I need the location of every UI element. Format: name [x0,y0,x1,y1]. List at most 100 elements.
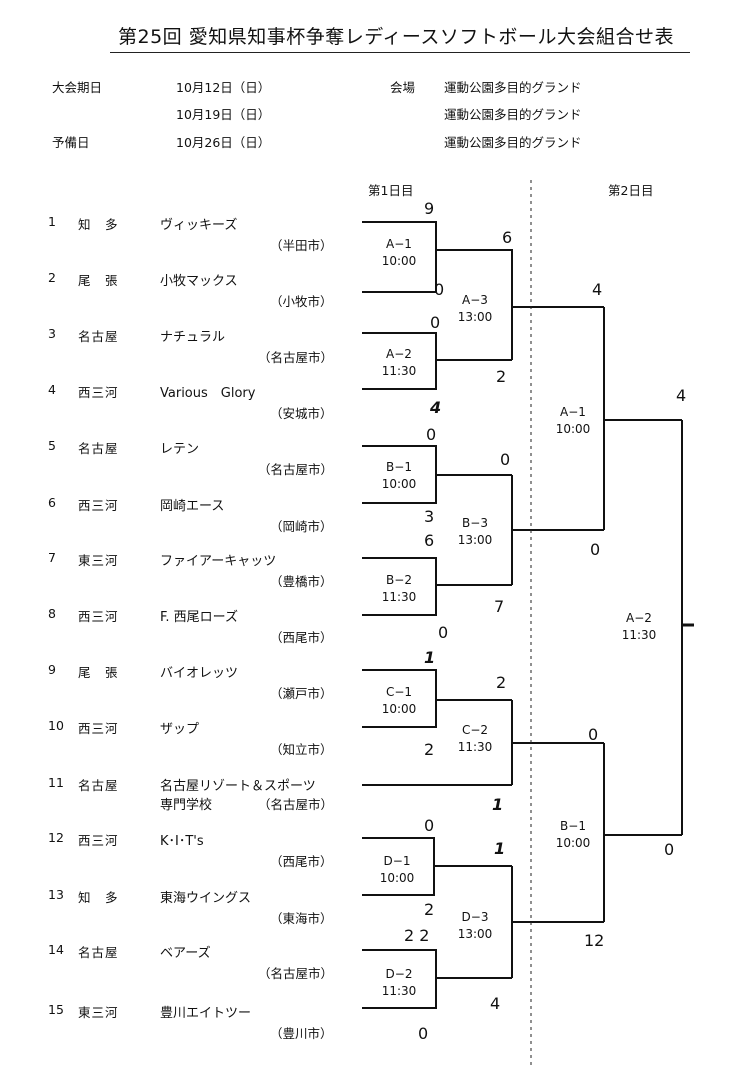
line-t10 [362,700,437,728]
team-city: （知立市） [270,742,333,757]
team-number: 11 [48,775,64,790]
reserve-label: 予備日 [52,135,90,150]
team-region: 知 多 [78,217,119,232]
period-label: 大会期日 [52,80,103,95]
line-t15 [362,978,437,1009]
team-region: 西三河 [78,609,119,624]
score-d3-bottom: 4 [490,994,501,1013]
score-fa2-bottom: 0 [664,840,675,859]
venue-2: 運動公園多目的グランド [444,107,582,122]
score-fa2-top: 4 [676,386,687,405]
team-number: 4 [48,382,56,397]
day2-label: 第2日目 [608,183,654,198]
team-city: （名古屋市） [258,462,334,477]
team-city: （半田市） [270,238,333,253]
team-number: 6 [48,495,56,510]
score-t1: 9 [424,199,435,218]
team-number: 14 [48,942,64,957]
line-t9 [362,669,512,701]
team-name: バイオレッツ [160,666,239,681]
team-region: 名古屋 [78,778,119,793]
team-name: Various Glory [160,386,256,401]
team-name: F. 西尾ローズ [160,610,239,625]
team-name: 小牧マックス [160,274,238,289]
team-city: （小牧市） [270,294,333,309]
team-name: K･I･T's [160,834,204,849]
score-t4: 4 [430,398,442,417]
venue-3: 運動公園多目的グランド [444,135,582,150]
team-city: （豊川市） [270,1026,333,1041]
team-name-line2: 専門学校 [160,798,213,813]
line-t4 [362,360,437,390]
team-number: 1 [48,214,56,229]
team-name: 岡崎エース [160,499,225,514]
score-t8: 0 [438,623,449,642]
score-t15: 0 [418,1024,429,1043]
score-t13: 2 [424,900,435,919]
title-underline [110,52,690,53]
score-t14: 2 2 [404,926,430,945]
score-t5: 0 [426,425,437,444]
team-city: （瀬戸市） [270,686,333,701]
team-region: 東三河 [78,553,119,568]
score-t2: 0 [434,280,445,299]
line-t2 [362,250,437,293]
team-city: （名古屋市） [258,797,334,812]
team-number: 13 [48,887,64,902]
team-number: 2 [48,270,56,285]
line-t12 [362,837,512,867]
team-number: 9 [48,662,56,677]
team-region: 尾 張 [78,665,119,680]
team-region: 名古屋 [78,329,119,344]
date-3: 10月26日（日） [176,135,271,150]
team-number: 8 [48,606,56,621]
score-t10: 2 [424,740,435,759]
team-region: 知 多 [78,890,119,905]
score-t12: 0 [424,816,435,835]
score-fa1-bottom: 0 [590,540,601,559]
score-b3-top: 0 [500,450,511,469]
team-city: （岡崎市） [270,519,333,534]
team-name: 名古屋リゾート＆スポーツ [160,779,316,794]
team-name: ヴィッキーズ [160,218,238,233]
team-name: ナチュラル [160,330,226,345]
score-t6a: 3 [424,507,435,526]
line-t8 [362,585,437,616]
team-region: 西三河 [78,721,119,736]
score-fb1-top: 0 [588,725,599,744]
team-city: （名古屋市） [258,350,334,365]
team-number: 7 [48,550,56,565]
score-t9: 1 [424,648,436,667]
page-title: 第25回 愛知県知事杯争奪レディースソフトボール大会組合せ表 [118,26,674,48]
line-t14 [362,949,512,979]
team-name: 東海ウイングス [160,891,252,906]
team-name: 豊川エイトツー [160,1006,252,1021]
team-region: 名古屋 [78,945,119,960]
team-region: 西三河 [78,498,119,513]
team-city: （西尾市） [270,854,333,869]
date-2: 10月19日（日） [176,107,271,122]
score-t11: 1 [492,795,504,814]
team-name: ベアーズ [160,946,211,961]
line-t6 [362,475,437,504]
team-number: 5 [48,438,56,453]
team-number: 15 [48,1002,64,1017]
line-t3 [362,332,512,361]
team-region: 名古屋 [78,441,119,456]
team-name: ファイアーキャッツ [160,554,277,569]
team-city: （安城市） [270,406,333,421]
venue-label: 会場 [390,80,416,95]
team-number: 10 [48,718,64,733]
day1-label: 第1日目 [368,183,414,198]
